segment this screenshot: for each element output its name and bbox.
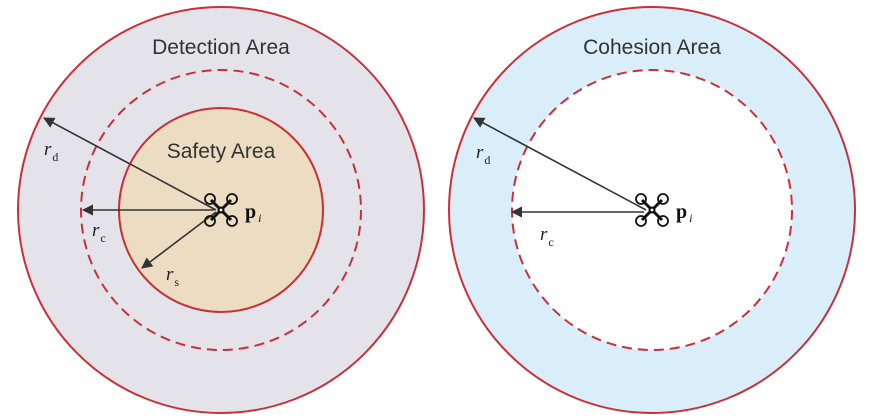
cohesion-radius-dashed-circle [80,69,362,351]
rc-label-right: rc [540,224,554,249]
safety-area-title: Safety Area [167,140,276,163]
rd-arrow-icon-right [473,117,647,211]
detection-area-title: Detection Area [152,36,290,59]
rc-label: rc [92,220,106,245]
rd-arrow-icon [43,117,217,211]
rd-label-right: rd [476,142,490,167]
rs-label: rs [166,264,179,289]
rd-label: rd [44,139,58,164]
cohesion-area-title: Cohesion Area [583,36,721,59]
rs-arrow-icon [141,211,217,269]
